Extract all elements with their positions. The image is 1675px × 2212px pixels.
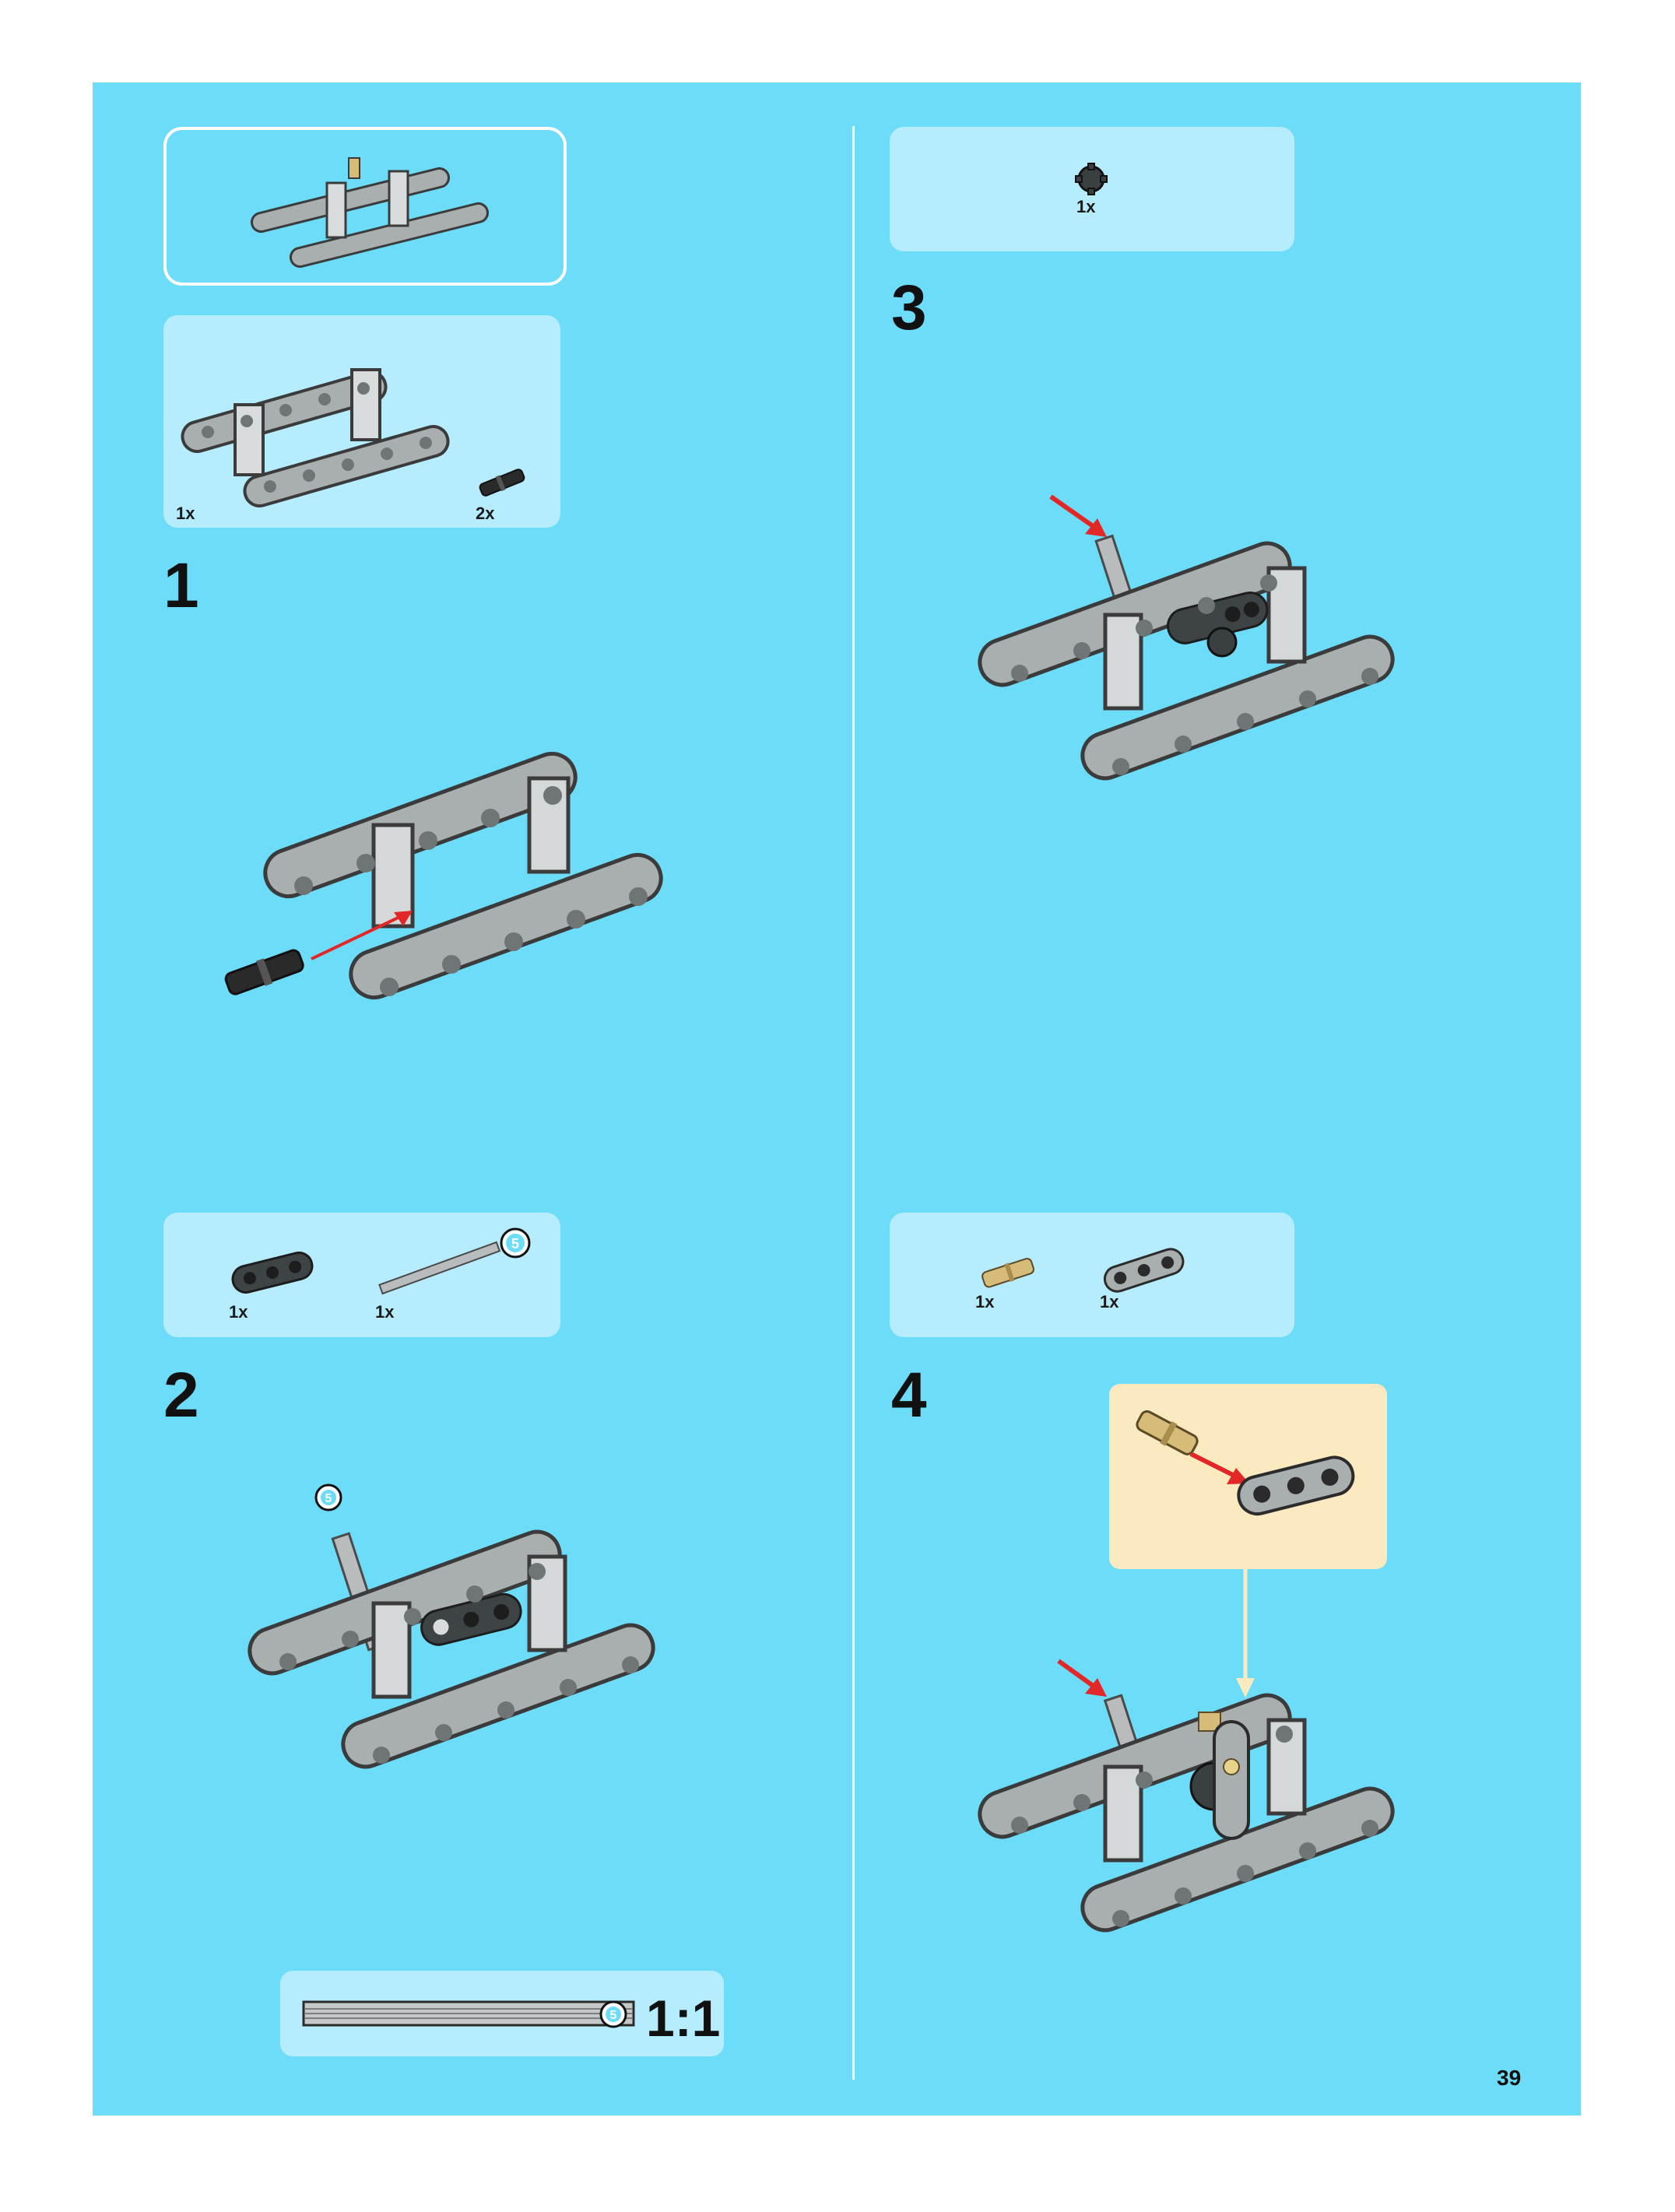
step4-number: 4: [891, 1364, 927, 1427]
step4-frame-illustration: [965, 1650, 1494, 1946]
column-divider: [852, 126, 855, 2080]
scale-ratio: 1:1: [646, 1993, 720, 2044]
step2-badge-text: 5: [511, 1236, 519, 1252]
step2-axle-badge: 5: [313, 1482, 344, 1513]
scale-badge-text: 5: [610, 2009, 617, 2022]
step2-axle-part: [374, 1238, 506, 1300]
step1-frame-part: [173, 327, 484, 506]
step2-frame-illustration: [234, 1479, 763, 1790]
step1-part1-qty: 1x: [176, 504, 195, 524]
step4-liftarm-part: [1097, 1244, 1191, 1298]
sub-assembly-illustration: [234, 144, 514, 269]
step2-axle-length-badge: 5: [498, 1226, 532, 1260]
scale-axle-illustration: [302, 1999, 637, 2028]
step4-part1-qty: 1x: [975, 1292, 994, 1312]
step3-number: 3: [891, 276, 927, 340]
step4-axle-pin-part: [978, 1253, 1040, 1292]
step1-pin-part: [475, 467, 529, 498]
step2-part2-qty: 1x: [375, 1302, 394, 1322]
step3-frame-illustration: [965, 483, 1494, 794]
page-number: 39: [1497, 2066, 1521, 2091]
step1-number: 1: [163, 554, 199, 618]
step2-part1-qty: 1x: [229, 1302, 248, 1322]
step2-liftarm-part: [226, 1245, 319, 1300]
step3-bush-part: [1074, 162, 1108, 196]
step4-callout-illustration: [1121, 1393, 1378, 1564]
step3-part1-qty: 1x: [1076, 197, 1095, 217]
step4-part2-qty: 1x: [1100, 1292, 1118, 1312]
step1-part2-qty: 2x: [476, 504, 494, 524]
step2-axle-badge-text: 5: [325, 1492, 332, 1505]
scale-length-badge: 5: [598, 1999, 629, 2030]
step2-number: 2: [163, 1364, 199, 1427]
step4-parts-box: [890, 1213, 1294, 1337]
step1-frame-illustration: [218, 708, 763, 1020]
